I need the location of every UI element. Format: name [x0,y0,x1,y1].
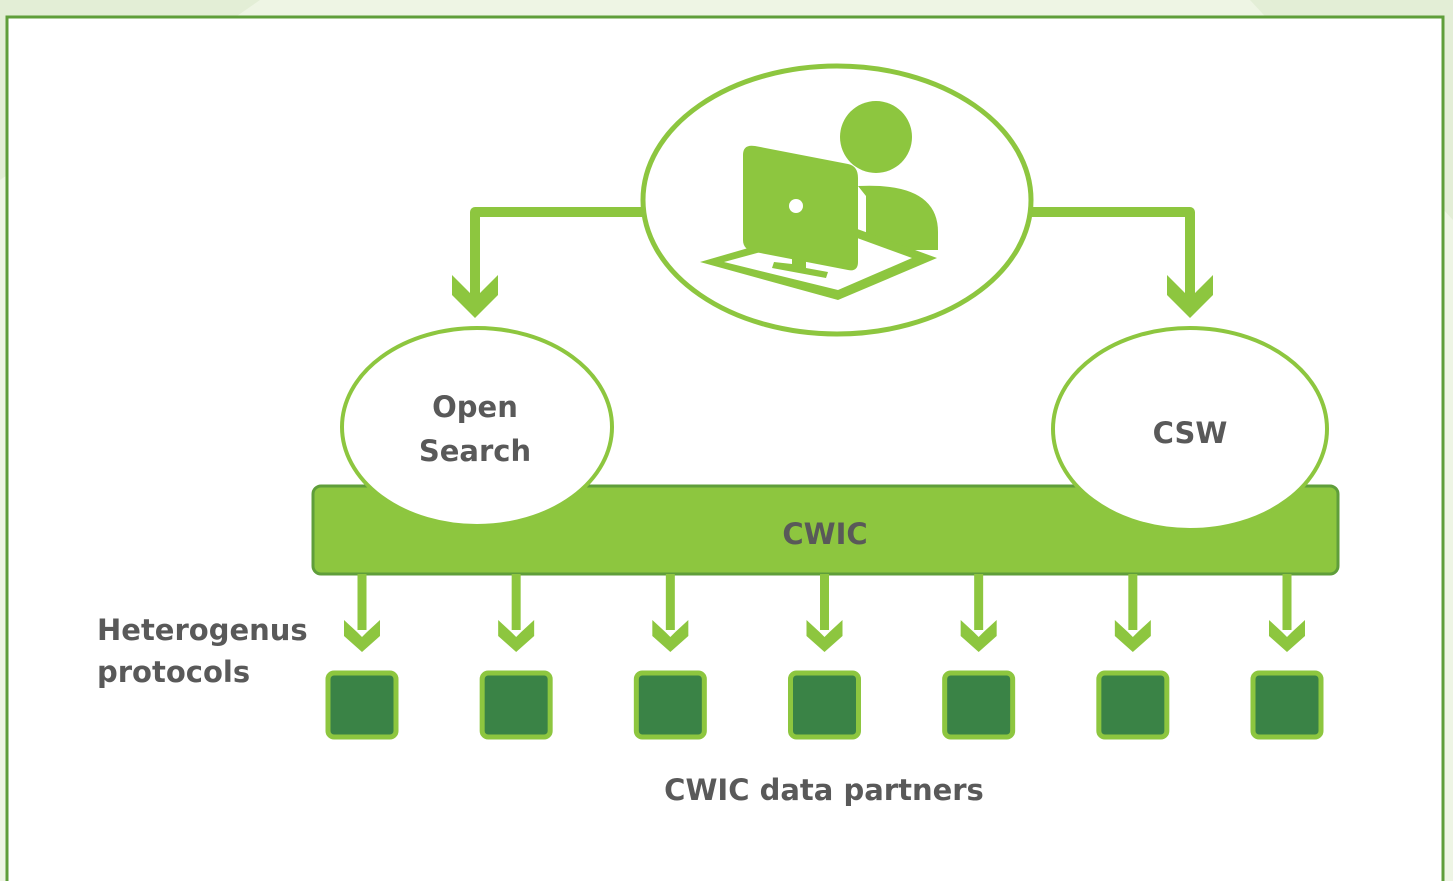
protocol-arrows [344,574,1305,652]
user-body [858,185,938,250]
protocols-label-line2: protocols [97,655,250,689]
top-arrowheads [452,275,1213,318]
csw-label: CSW [1153,416,1228,450]
user-head [840,101,912,173]
protocol-arrowhead [960,620,997,652]
data-partner-box [788,670,861,740]
protocol-arrowhead [1114,620,1151,652]
connector-to-csw [1028,207,1195,300]
top-connectors [470,207,1195,300]
arrowhead-open-search [452,275,498,318]
partners-caption: CWIC data partners [664,773,984,807]
protocol-arrowhead [1269,620,1305,652]
connector-to-open-search [470,207,648,300]
csw-ellipse [1051,326,1329,532]
user-at-computer-icon [700,101,938,300]
data-partner-box [479,670,553,740]
monitor-stand [772,258,828,278]
data-partner-box [1250,670,1324,740]
data-partner-box [1096,670,1170,740]
monitor-power-dot [789,199,803,213]
open-search-label-line1: Open [432,390,518,424]
protocol-arrowhead [806,620,843,652]
protocol-arrowhead [344,620,380,652]
open-search-ellipse [340,326,614,528]
cwic-label: CWIC [782,517,867,551]
data-partner-box [325,670,399,740]
protocol-arrowhead [498,620,535,652]
data-partner-boxes [325,670,1324,740]
open-search-label-line2: Search [419,434,531,468]
protocol-arrowhead [652,620,689,652]
data-partner-box [633,670,707,740]
protocols-label-line1: Heterogenus [97,613,308,647]
data-partner-box [942,670,1016,740]
arrowhead-csw [1167,275,1213,318]
